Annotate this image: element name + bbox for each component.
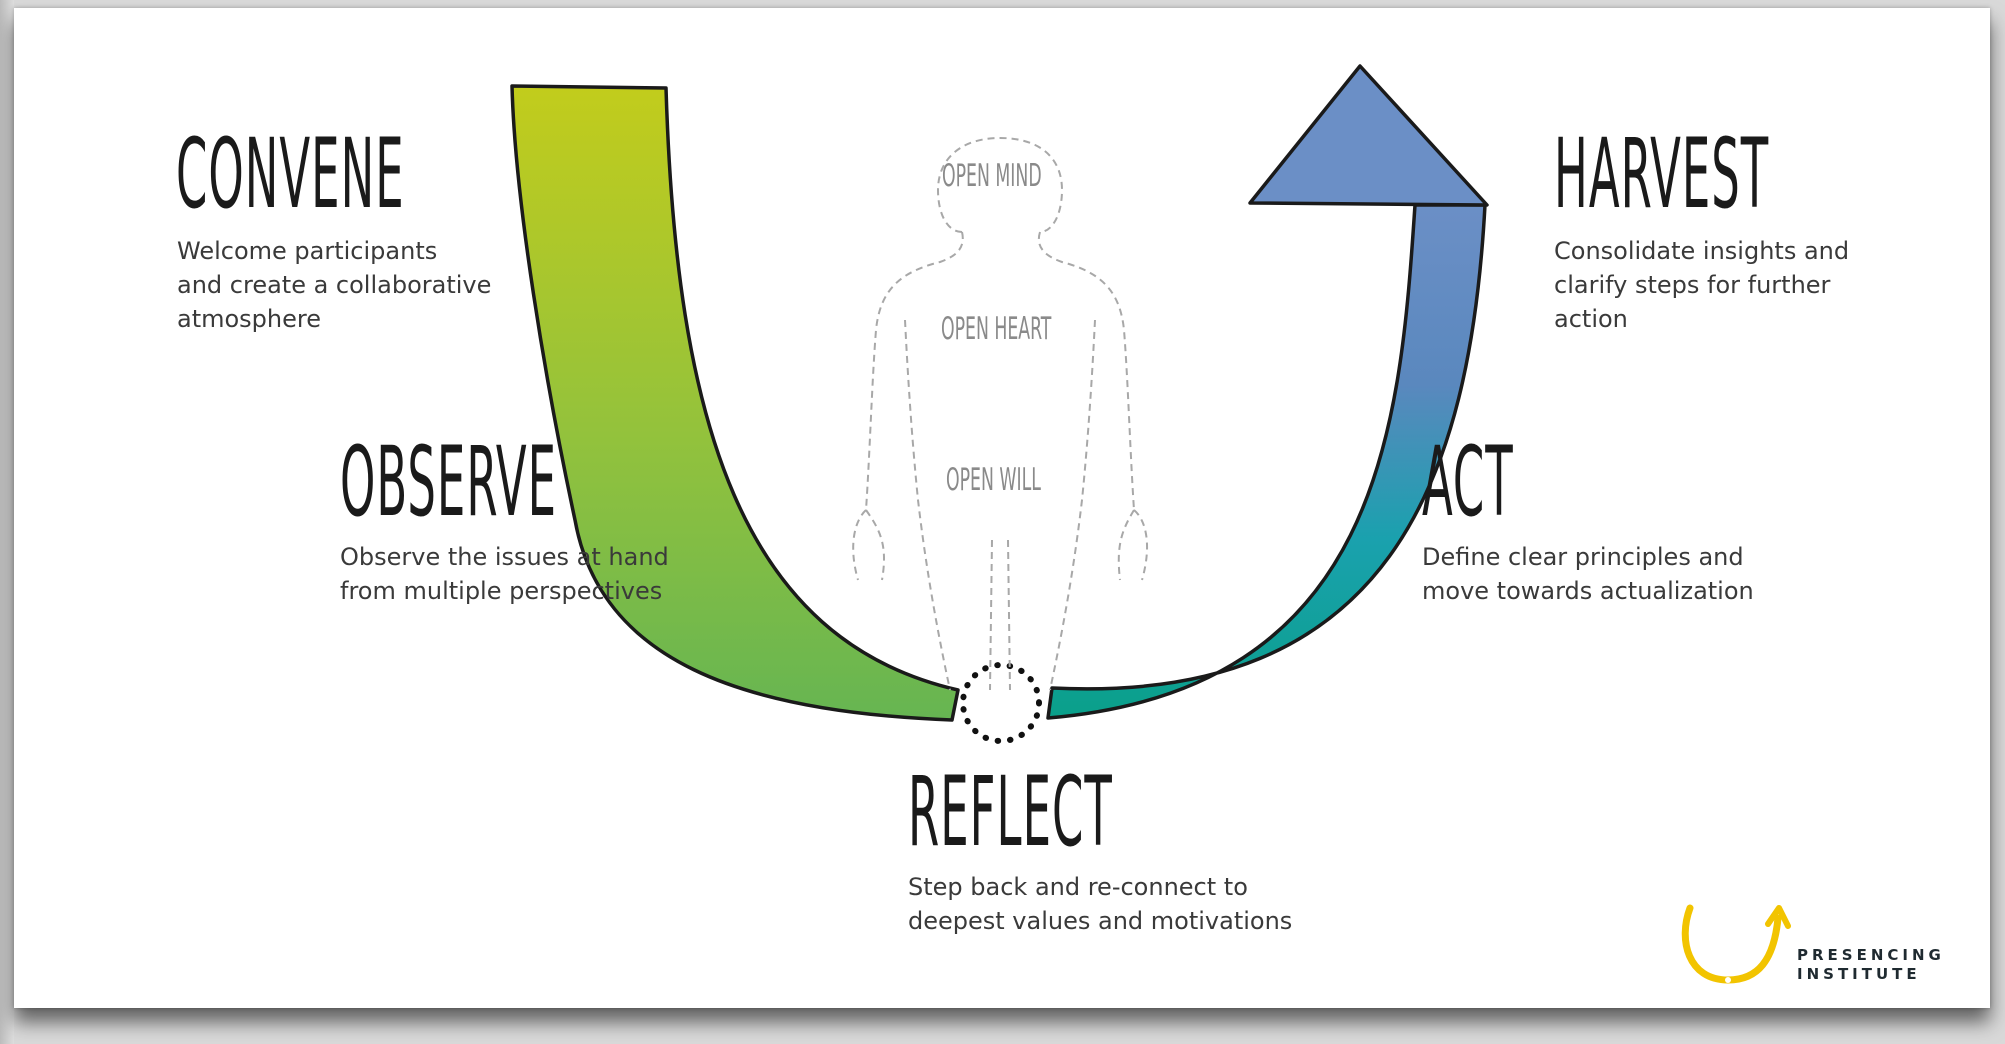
human-figure xyxy=(852,136,1149,691)
left-arc xyxy=(510,84,960,722)
arrow-head xyxy=(1248,64,1489,207)
open-will-label: OPEN WILL xyxy=(946,462,1041,498)
presencing-logo-icon xyxy=(1681,904,1791,984)
open-mind-label: OPEN MIND xyxy=(942,158,1042,194)
convene-title: CONVENE xyxy=(176,118,405,230)
right-arrow xyxy=(1046,203,1487,720)
diagram-frame xyxy=(14,8,1990,1008)
reflect-dotted-circle xyxy=(960,662,1042,744)
observe-description: Observe the issues at hand from multiple… xyxy=(340,543,669,605)
presencing-logo-text: PRESENCING INSTITUTE xyxy=(1797,946,1945,983)
act-description: Define clear principles and move towards… xyxy=(1422,543,1754,605)
convene-description: Welcome participants and create a collab… xyxy=(177,237,492,333)
act-title: ACT xyxy=(1422,426,1514,538)
page-shadow xyxy=(0,0,14,1044)
reflect-description: Step back and re-connect to deepest valu… xyxy=(908,873,1293,935)
observe-title: OBSERVE xyxy=(340,426,558,538)
harvest-title: HARVEST xyxy=(1554,118,1770,230)
reflect-title: REFLECT xyxy=(908,756,1113,868)
harvest-description: Consolidate insights and clarify steps f… xyxy=(1554,237,1850,333)
open-heart-label: OPEN HEART xyxy=(941,311,1052,347)
